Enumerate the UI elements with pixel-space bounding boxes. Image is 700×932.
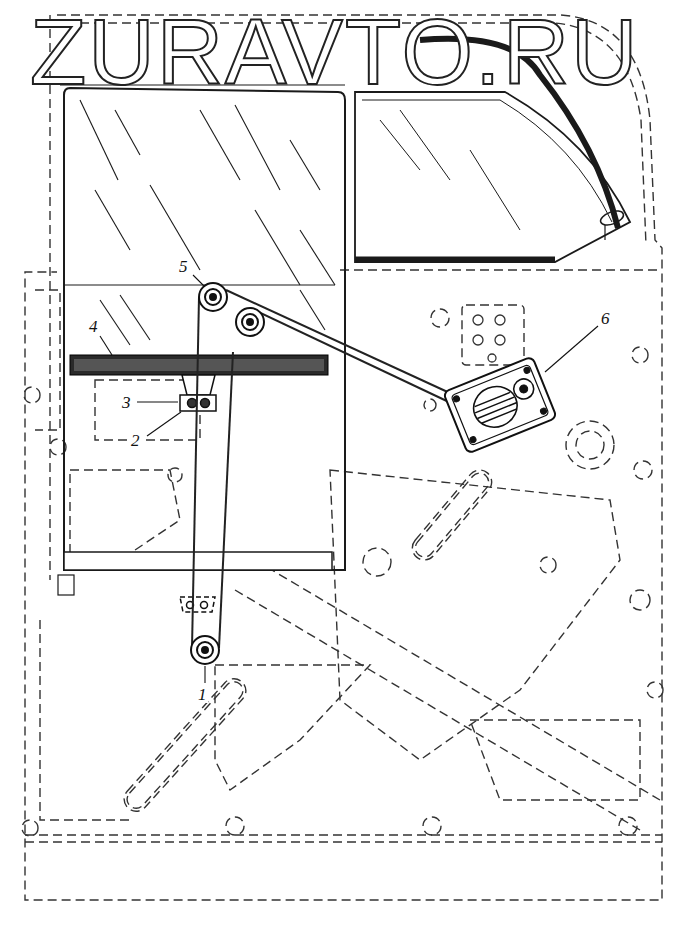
callout-number: 1 — [197, 686, 208, 703]
callout-number: 3 — [121, 394, 132, 411]
watermark: ZURAVTO.RU — [30, 6, 640, 98]
callout-number: 5 — [178, 258, 189, 275]
callout-number: 4 — [88, 318, 99, 335]
callout-number: 6 — [600, 310, 611, 327]
callout-number: 2 — [130, 432, 141, 449]
